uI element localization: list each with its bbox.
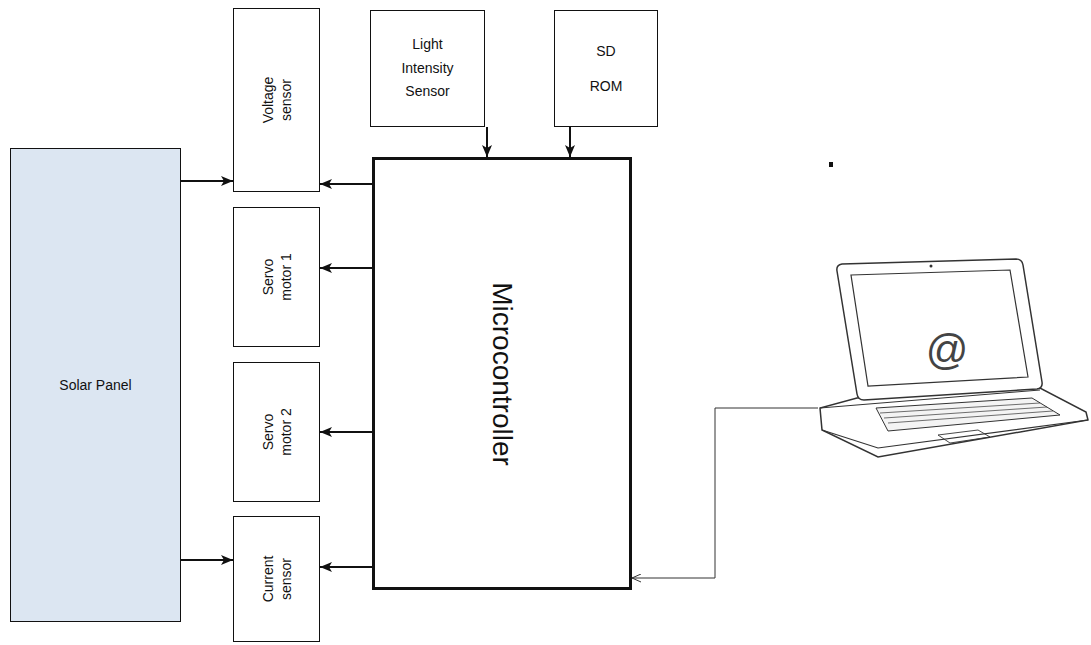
node-label: Light Intensity Sensor: [392, 33, 464, 104]
servo-box: Servo motor 2: [233, 362, 320, 502]
connector-arrow: [320, 566, 372, 568]
storage-box: SD ROM: [554, 10, 658, 127]
laptop-part: [837, 259, 1042, 400]
connector-arrow: [632, 408, 818, 578]
connector-arrow: [320, 267, 372, 269]
connector-arrow: [320, 183, 372, 185]
node-label: Servo motor 2: [259, 401, 294, 463]
sensor-box: Current sensor: [233, 516, 320, 642]
connector-arrow: [486, 127, 488, 157]
screen-symbol: @: [926, 325, 969, 375]
connector-arrow: [181, 180, 233, 182]
laptop-part: [876, 398, 1060, 431]
laptop-camera: [930, 265, 933, 268]
stray-dot: [829, 162, 833, 167]
solar-panel-box: Solar Panel: [10, 148, 181, 622]
laptop-part: [938, 430, 990, 443]
node-label: Solar Panel: [59, 377, 131, 394]
connector-arrow: [181, 559, 233, 561]
connector-arrow: [320, 431, 372, 433]
node-label: SD ROM: [586, 34, 626, 104]
microcontroller-box: Microcontroller: [372, 157, 632, 590]
servo-box: Servo motor 1: [233, 207, 320, 347]
sensor-box: Light Intensity Sensor: [370, 10, 485, 127]
laptop-part: [851, 270, 1028, 386]
node-label: Servo motor 1: [259, 246, 294, 308]
node-label: Voltage sensor: [259, 69, 294, 131]
sensor-box: Voltage sensor: [233, 8, 320, 192]
laptop-part: [880, 403, 1053, 423]
connector-arrow: [569, 127, 571, 157]
laptop-node: @: [818, 258, 1090, 458]
node-label: Microcontroller: [485, 282, 519, 466]
node-label: Current sensor: [259, 548, 294, 610]
